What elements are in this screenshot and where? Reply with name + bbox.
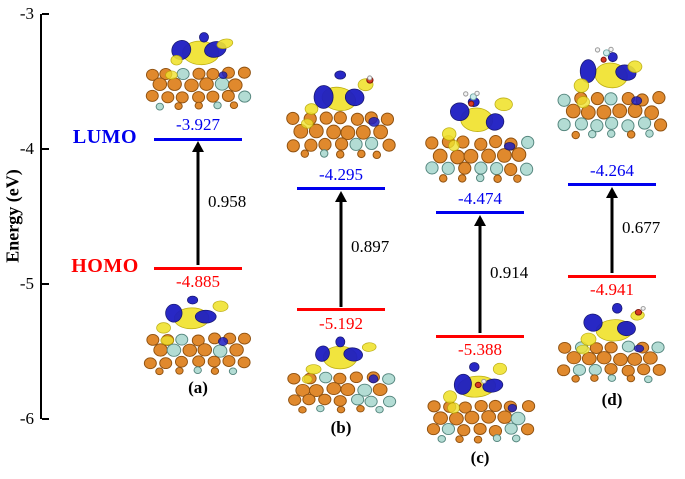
- tick-mark: [42, 148, 49, 150]
- homo-energy-value: -5.192: [319, 313, 363, 333]
- y-axis-tick: -5: [0, 274, 52, 294]
- lumo-energy-value: -4.474: [458, 188, 502, 208]
- lumo-energy-value: -3.927: [176, 115, 220, 135]
- tick-label: -4: [19, 139, 34, 158]
- lumo-level-line: [154, 137, 242, 141]
- tick-label: -6: [19, 409, 34, 428]
- homo-energy-value: -5.388: [458, 340, 502, 360]
- arrow-shaft: [610, 195, 614, 274]
- lumo-energy-value: -4.295: [319, 164, 363, 184]
- homo-energy-value: -4.941: [590, 280, 634, 300]
- y-axis-tick: -3: [0, 4, 52, 24]
- arrow-shaft: [196, 150, 200, 266]
- lumo-energy-value: -4.264: [590, 160, 634, 180]
- tick-label: -5: [19, 274, 34, 293]
- gap-value: 0.914: [490, 262, 529, 282]
- arrow-shaft: [478, 223, 482, 334]
- panel-letter: (c): [470, 448, 490, 467]
- arrowhead-icon: [474, 214, 486, 226]
- y-axis-line: [40, 14, 42, 419]
- lumo-orbital-image: [421, 90, 539, 186]
- y-axis-tick: -4: [0, 139, 52, 159]
- lumo-orbital-image: [553, 46, 671, 142]
- homo-level-line: [297, 308, 385, 312]
- homo-level-line: [436, 334, 524, 338]
- y-axis-title: Energy (eV): [2, 169, 23, 263]
- y-axis-tick: -6: [0, 409, 52, 429]
- gap-arrow-icon: [604, 186, 620, 274]
- gap-value: 0.958: [208, 191, 247, 211]
- tick-mark: [42, 418, 49, 420]
- gap-arrow-icon: [472, 214, 488, 334]
- gap-arrow-icon: [333, 190, 349, 307]
- lumo-series-label: LUMO: [72, 126, 138, 149]
- panel-letter: (d): [601, 390, 623, 409]
- homo-series-label: HOMO: [71, 255, 139, 278]
- arrowhead-icon: [192, 141, 204, 153]
- gap-value: 0.897: [351, 237, 390, 257]
- homo-orbital-image: [140, 292, 256, 378]
- panel-letter: (b): [330, 418, 352, 437]
- homo-orbital-image: [282, 332, 400, 416]
- homo-orbital-image: [553, 300, 671, 386]
- lumo-orbital-image: [140, 25, 256, 113]
- lumo-orbital-image: [282, 66, 400, 162]
- tick-label: -3: [19, 4, 34, 23]
- homo-level-line: [154, 266, 242, 270]
- arrowhead-icon: [335, 190, 347, 202]
- arrow-shaft: [339, 199, 343, 307]
- arrowhead-icon: [606, 186, 618, 198]
- homo-energy-value: -4.885: [176, 272, 220, 292]
- homo-orbital-image: [421, 358, 539, 446]
- gap-value: 0.677: [622, 218, 661, 238]
- lumo-level-line: [297, 187, 385, 191]
- gap-arrow-icon: [190, 141, 206, 266]
- tick-mark: [42, 13, 49, 15]
- tick-mark: [42, 283, 49, 285]
- panel-letter: (a): [188, 378, 208, 397]
- lumo-level-line: [436, 211, 524, 215]
- lumo-level-line: [568, 183, 656, 187]
- homo-level-line: [568, 274, 656, 278]
